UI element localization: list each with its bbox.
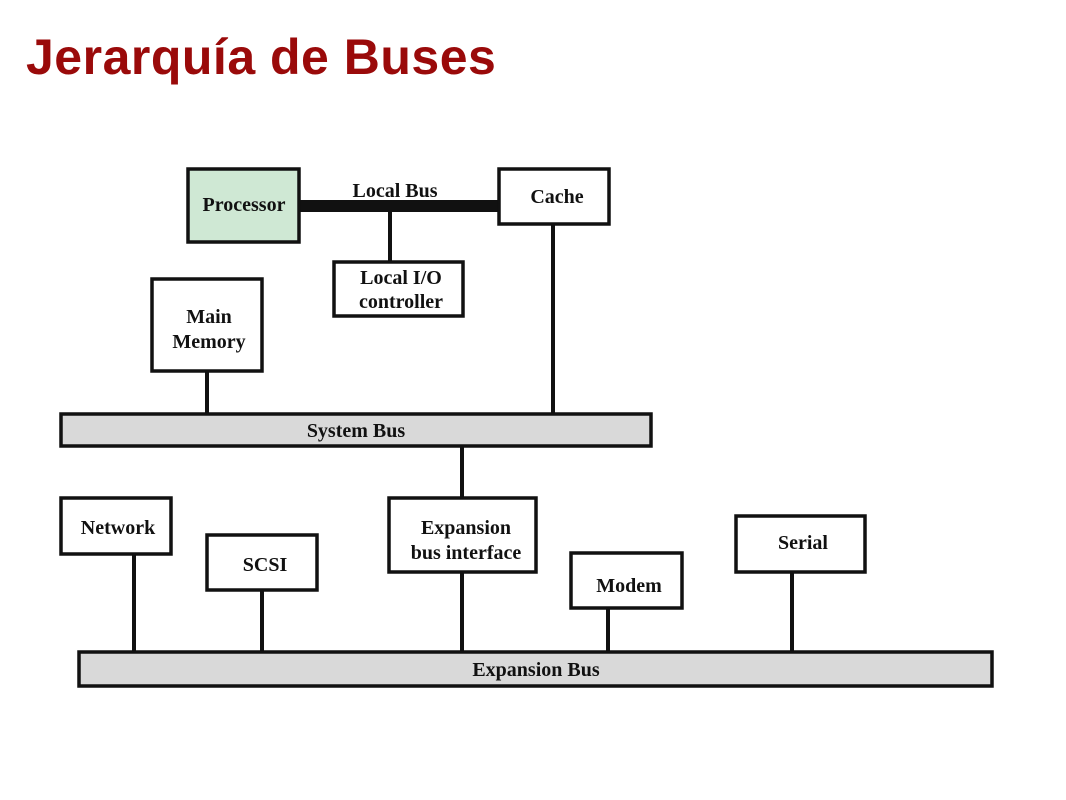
main-memory-label-line1: Main [186, 306, 232, 328]
serial-box [734, 514, 867, 574]
system-bus-label: System Bus [307, 420, 406, 442]
expansion-bus-interface-box [387, 496, 538, 574]
cache-box [497, 167, 611, 226]
modem-box [569, 551, 684, 610]
system-bus [59, 412, 653, 448]
serial-label: Serial [778, 532, 828, 554]
expansion-bus [77, 650, 994, 688]
expansion-bus-interface-label-line2: bus interface [411, 542, 522, 564]
processor-box [186, 167, 301, 244]
expansion-bus-interface-label-line1: Expansion [421, 517, 511, 539]
connectors [132, 210, 794, 652]
page-title: Jerarquía de Buses [26, 29, 497, 85]
scsi-label: SCSI [243, 554, 288, 576]
main-memory-label-line2: Memory [172, 331, 245, 353]
processor-label: Processor [203, 194, 286, 216]
expansion-bus-label: Expansion Bus [472, 659, 600, 681]
network-label: Network [81, 517, 156, 539]
cache-label: Cache [530, 186, 583, 208]
network-box [59, 496, 173, 556]
modem-label: Modem [596, 575, 662, 597]
local-io-controller-label-line1: Local I/O [360, 267, 442, 289]
local-bus-line [298, 200, 500, 212]
local-io-controller-label-line2: controller [359, 291, 443, 313]
scsi-box [205, 533, 319, 592]
local-bus-label: Local Bus [352, 180, 437, 202]
main-memory-box [150, 277, 264, 373]
local-io-controller-box [332, 260, 465, 318]
